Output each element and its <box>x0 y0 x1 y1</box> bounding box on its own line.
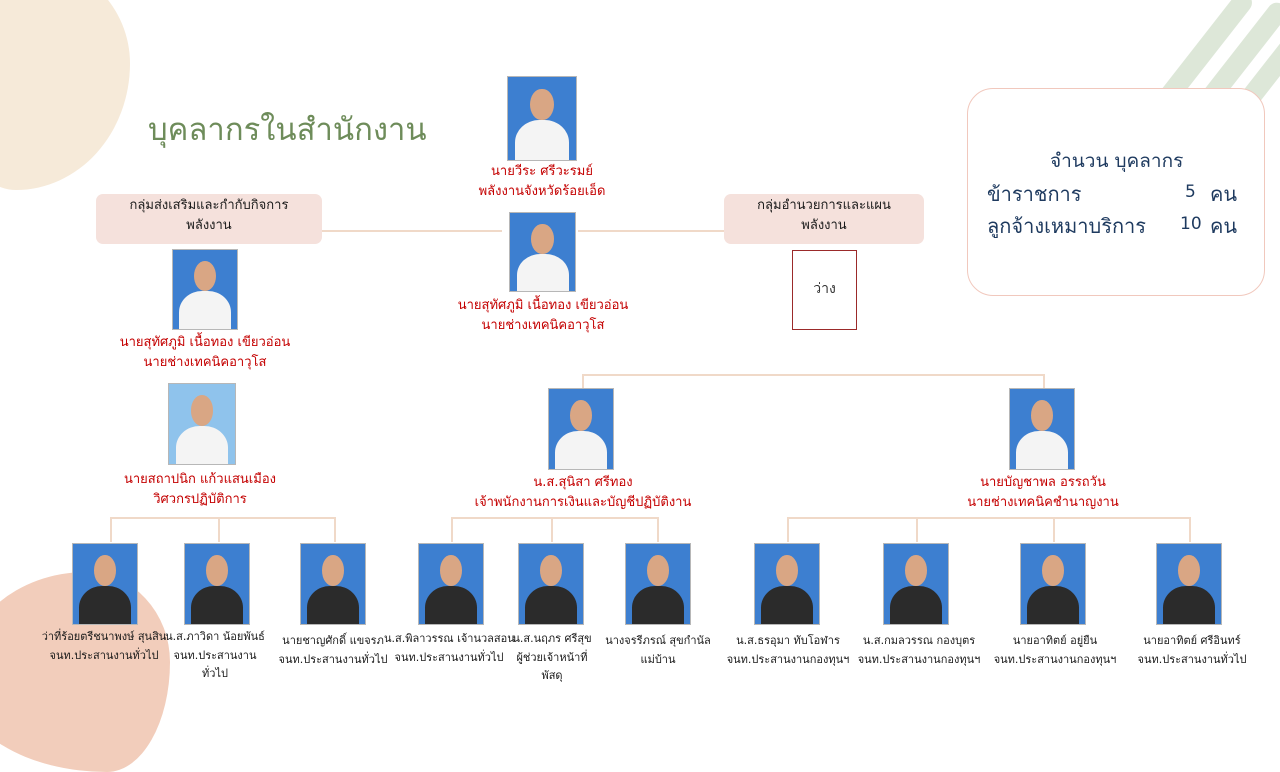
person-photo <box>168 383 236 465</box>
summary-heading: จำนวน บุคลากร <box>1050 150 1184 172</box>
person-title: จนท.ประสานงาน <box>173 649 257 662</box>
person-photo <box>754 543 820 625</box>
person-photo <box>184 543 250 625</box>
person-name: นายอาทิตย์ ศรีอินทร์ <box>1143 634 1241 647</box>
person-photo <box>518 543 584 625</box>
person-name: นายสุทัศภูมิ เนื้อทอง เขียวอ่อน <box>457 298 629 313</box>
connector-line <box>1189 517 1191 542</box>
person-title: นายช่างเทคนิคชำนาญงาน <box>967 495 1119 510</box>
connector-line <box>218 517 220 542</box>
person-name: ว่าที่ร้อยตรีชนาพงษ์ สุนสิน <box>41 630 167 643</box>
connector-line <box>451 517 658 519</box>
page-title: บุคลากรในสำนักงาน <box>148 112 427 148</box>
person-name: น.ส.นฤภร ศรีสุข <box>512 632 592 645</box>
person-photo <box>625 543 691 625</box>
staff-summary-box <box>967 88 1265 296</box>
person-title: จนท.ประสานงานกองทุนฯ <box>857 653 981 666</box>
person-photo <box>300 543 366 625</box>
group-label: กลุ่มอำนวยการและแผน <box>757 198 891 213</box>
person-name: นายสุทัศภูมิ เนื้อทอง เขียวอ่อน <box>119 335 291 350</box>
person-photo <box>172 249 238 330</box>
person-title: นายช่างเทคนิคอาวุโส <box>481 318 605 333</box>
connector-line <box>451 517 453 542</box>
person-photo <box>1156 543 1222 625</box>
connector-line <box>787 517 789 542</box>
connector-line <box>578 230 724 232</box>
person-title: ผู้ช่วยเจ้าหน้าที่ <box>516 651 588 664</box>
connector-line <box>551 517 553 542</box>
connector-line <box>1053 517 1055 542</box>
person-title: นายช่างเทคนิคอาวุโส <box>143 355 267 370</box>
connector-line <box>322 230 502 232</box>
group-box-admin-plan: กลุ่มอำนวยการและแผน พลังงาน <box>724 194 924 244</box>
connector-line <box>787 517 1191 519</box>
vacant-position-box: ว่าง <box>792 250 857 330</box>
person-name: นายสถาปนิก แก้วแสนเมือง <box>124 472 276 487</box>
summary-unit: คน <box>1210 214 1238 238</box>
person-name: น.ส.พิลาวรรณ เจ้านวลสอน <box>384 632 515 645</box>
connector-line <box>1043 374 1045 388</box>
person-title: แม่บ้าน <box>640 653 676 666</box>
person-title: พัสดุ <box>541 669 563 682</box>
summary-count-civil-servant: 5 <box>1185 182 1196 202</box>
connector-line <box>110 517 336 519</box>
person-name: นายอาทิตย์ อยู่ยืน <box>1012 634 1098 647</box>
person-photo <box>509 212 576 292</box>
connector-line <box>582 374 584 388</box>
person-photo <box>507 76 577 161</box>
group-box-promotion: กลุ่มส่งเสริมและกำกับกิจการ พลังงาน <box>96 194 322 244</box>
person-name: นายบัญชาพล อรรถวัน <box>980 475 1106 490</box>
person-title: จนท.ประสานงานทั่วไป <box>49 649 159 662</box>
person-photo <box>548 388 614 470</box>
person-title: พลังงานจังหวัดร้อยเอ็ด <box>478 184 606 199</box>
group-label: พลังงาน <box>801 218 847 233</box>
person-photo <box>72 543 138 625</box>
summary-label-civil-servant: ข้าราชการ <box>987 182 1082 206</box>
person-title: จนท.ประสานงานทั่วไป <box>278 653 388 666</box>
person-photo <box>1009 388 1075 470</box>
person-photo <box>883 543 949 625</box>
connector-line <box>110 517 112 542</box>
person-name: น.ส.สุนิสา ศรีทอง <box>533 475 633 490</box>
person-photo <box>418 543 484 625</box>
person-name: นายชาญศักดิ์ แขจรภ <box>282 634 384 647</box>
person-title: จนท.ประสานงานกองทุนฯ <box>993 653 1117 666</box>
person-title: เจ้าพนักงานการเงินและบัญชีปฏิบัติงาน <box>474 495 692 510</box>
summary-label-contract: ลูกจ้างเหมาบริการ <box>987 214 1147 238</box>
connector-line <box>582 374 1044 376</box>
group-label: พลังงาน <box>186 218 232 233</box>
person-name: น.ส.ธรอุมา ทับโอฬาร <box>736 634 840 647</box>
person-title: ทั่วไป <box>202 667 228 680</box>
person-name: น.ส.ภาวิดา น้อยพันธ์ <box>165 630 265 643</box>
connector-line <box>916 517 918 542</box>
person-title: จนท.ประสานงานกองทุนฯ <box>726 653 850 666</box>
person-title: จนท.ประสานงานทั่วไป <box>1137 653 1247 666</box>
person-title: วิศวกรปฏิบัติการ <box>153 492 247 507</box>
summary-count-contract: 10 <box>1180 214 1202 234</box>
person-name: นายวีระ ศรีวะรมย์ <box>491 164 593 179</box>
person-name: นางจรรีภรณ์ สุขกำนัล <box>605 634 711 647</box>
group-label: กลุ่มส่งเสริมและกำกับกิจการ <box>129 198 289 213</box>
person-title: จนท.ประสานงานทั่วไป <box>394 651 504 664</box>
decor-blob-top-left <box>0 0 130 190</box>
person-name: น.ส.กมลวรรณ กองบุตร <box>862 634 976 647</box>
connector-line <box>334 517 336 542</box>
connector-line <box>657 517 659 542</box>
summary-unit: คน <box>1210 182 1238 206</box>
person-photo <box>1020 543 1086 625</box>
